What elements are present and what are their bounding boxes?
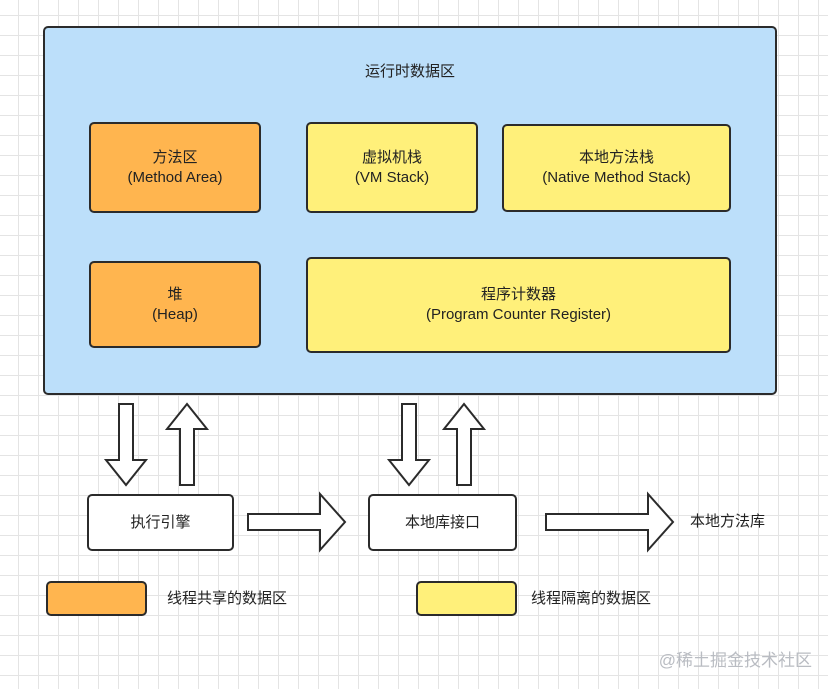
legend-isolated-swatch [416, 581, 517, 616]
down-arrow-icon [103, 403, 149, 487]
native-interface-box: 本地库接口 [368, 494, 517, 551]
legend-shared-label: 线程共享的数据区 [167, 590, 288, 607]
execution-engine-box: 执行引擎 [87, 494, 234, 551]
heap-box: 堆 (Heap) [89, 261, 261, 348]
heap-english: (Heap) [152, 305, 198, 323]
legend-isolated-label: 线程隔离的数据区 [531, 590, 652, 607]
legend-shared-swatch [46, 581, 147, 616]
vm-stack-box: 虚拟机栈 (VM Stack) [306, 122, 478, 213]
native-interface-label: 本地库接口 [404, 513, 480, 531]
native-method-stack-english: (Native Method Stack) [542, 169, 691, 186]
vm-stack-name: 虚拟机栈 [361, 148, 422, 166]
method-area-box: 方法区 (Method Area) [89, 122, 261, 213]
native-method-stack-name: 本地方法栈 [578, 149, 654, 166]
native-library-label: 本地方法库 [690, 513, 766, 530]
right-arrow-icon [247, 491, 347, 553]
up-arrow-icon [441, 402, 487, 486]
program-counter-english: (Program Counter Register) [425, 306, 612, 323]
method-area-name: 方法区 [152, 148, 198, 166]
program-counter-box: 程序计数器 (Program Counter Register) [306, 257, 731, 353]
right-arrow-icon [545, 491, 675, 553]
execution-engine-label: 执行引擎 [130, 513, 191, 531]
down-arrow-icon [386, 403, 432, 487]
vm-stack-english: (VM Stack) [354, 168, 430, 186]
native-method-stack-box: 本地方法栈 (Native Method Stack) [502, 124, 731, 212]
up-arrow-icon [164, 402, 210, 486]
method-area-english: (Method Area) [127, 168, 223, 186]
runtime-data-area-title: 运行时数据区 [364, 63, 455, 80]
program-counter-name: 程序计数器 [480, 286, 556, 303]
heap-name: 堆 [167, 285, 183, 303]
watermark: @稀土掘金技术社区 [658, 651, 812, 670]
